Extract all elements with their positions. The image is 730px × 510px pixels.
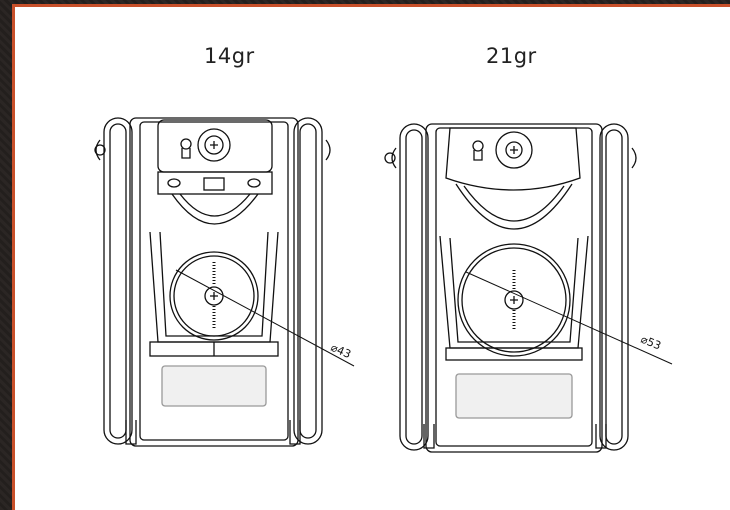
bracket-plate <box>157 171 273 195</box>
diameter-leader-large <box>465 271 673 365</box>
diameter-label-large: ⌀53 <box>639 333 663 353</box>
top-cap <box>197 128 231 162</box>
side-wheel-left <box>94 117 133 445</box>
main-wheel-small <box>169 251 259 341</box>
diameter-leader-small <box>175 269 355 367</box>
weight-label-large: 21gr <box>486 44 537 68</box>
body-outline <box>129 117 299 447</box>
diameter-label-small: ⌀43 <box>329 341 353 361</box>
upper-wheel <box>171 193 259 225</box>
top-housing <box>157 119 273 173</box>
top-housing-large <box>445 127 581 191</box>
device-large <box>384 123 673 453</box>
upper-wheel-large <box>455 183 573 230</box>
main-wheel-large <box>457 243 571 357</box>
weight-label-small: 14gr <box>204 44 255 68</box>
body-outline-large <box>425 123 603 453</box>
side-wheel-left-large <box>384 123 429 451</box>
side-wheel-right <box>293 117 331 445</box>
device-small <box>94 117 355 447</box>
side-wheel-right-large <box>599 123 637 451</box>
